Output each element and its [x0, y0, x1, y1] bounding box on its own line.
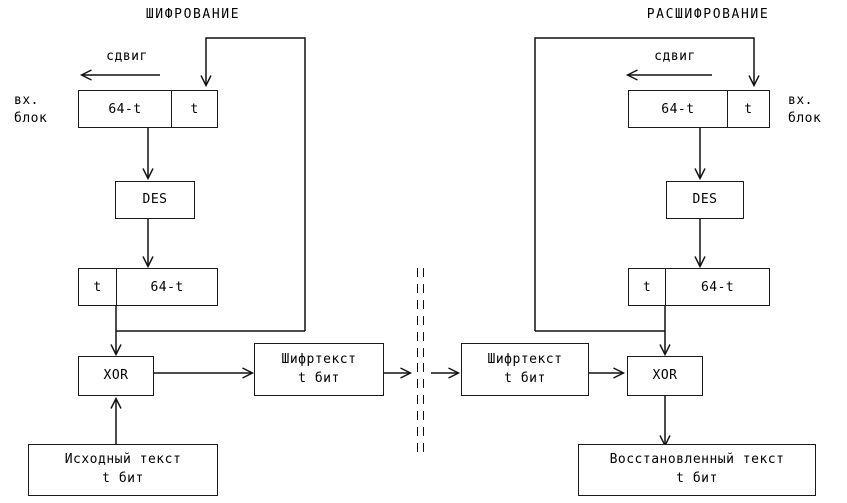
divider-tick: [416, 411, 424, 421]
divider-tick: [416, 299, 424, 309]
decryption-shift-label: сдвиг: [630, 46, 720, 69]
decryption-input-block-label: вх. блок: [788, 92, 846, 129]
decryption-bottom-register-right-cell: 64-t: [700, 279, 735, 295]
divider-tick: [416, 331, 424, 341]
divider-tick: [416, 427, 424, 437]
encryption-top-register-left-cell: 64-t: [79, 91, 172, 127]
divider-tick: [416, 395, 424, 405]
encryption-ciphertext-box[interactable]: Шифртекст t бит: [254, 343, 384, 396]
divider-tick: [416, 268, 424, 277]
encryption-top-register-right-cell: t: [190, 101, 199, 117]
decryption-recovered-text-box[interactable]: Восстановленный текст t бит: [578, 444, 816, 496]
encryption-shift-label: сдвиг: [84, 46, 170, 69]
encryption-plaintext-box[interactable]: Исходный текст t бит: [28, 444, 218, 496]
encryption-input-block-label: вх. блок: [14, 92, 70, 129]
encryption-top-register[interactable]: 64-t t: [78, 90, 218, 128]
divider-tick: [416, 442, 424, 452]
divider-tick: [416, 347, 424, 357]
decryption-xor-box[interactable]: XOR: [627, 356, 703, 396]
decryption-des-box[interactable]: DES: [666, 181, 744, 219]
decryption-top-register-right-cell: t: [744, 101, 753, 117]
divider-tick: [416, 315, 424, 325]
transmission-channel-divider: [414, 268, 426, 452]
decryption-bottom-register-left-cell: t: [629, 269, 667, 305]
encryption-bottom-register-right-cell: 64-t: [150, 279, 184, 295]
decryption-section-title: РАСШИФРОВАНИЕ: [602, 4, 814, 25]
divider-tick: [416, 363, 424, 373]
decryption-bottom-register[interactable]: t 64-t: [628, 268, 770, 306]
decryption-top-register-left-cell: 64-t: [629, 91, 728, 127]
dec-feedback-path: [534, 37, 760, 331]
dec-register-to-xor: [535, 305, 671, 357]
divider-tick: [416, 379, 424, 389]
decryption-top-register[interactable]: 64-t t: [628, 90, 770, 128]
encryption-bottom-register-left-cell: t: [79, 269, 118, 305]
encryption-xor-box[interactable]: XOR: [78, 356, 154, 396]
encryption-section-title: ШИФРОВАНИЕ: [110, 4, 276, 25]
enc-register-to-xor: [110, 305, 305, 357]
divider-tick: [416, 283, 424, 293]
encryption-des-box[interactable]: DES: [115, 181, 195, 219]
decryption-ciphertext-box[interactable]: Шифртекст t бит: [461, 343, 589, 396]
encryption-bottom-register[interactable]: t 64-t: [78, 268, 218, 306]
enc-feedback-path: [200, 37, 306, 331]
